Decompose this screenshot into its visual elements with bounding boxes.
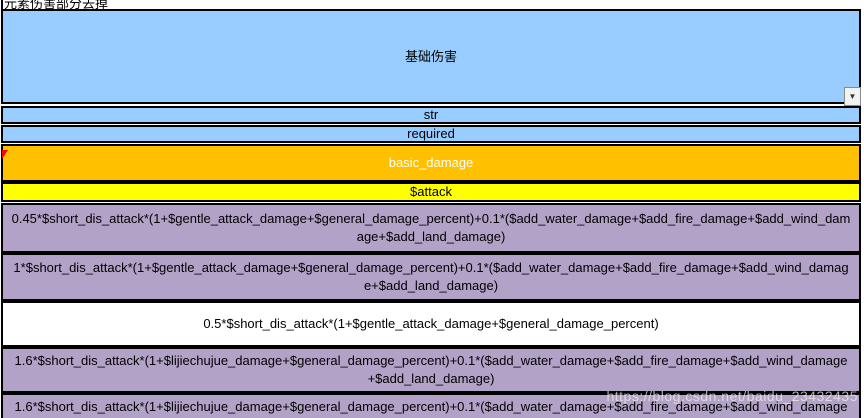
formula-cell-1[interactable]: 0.45*$short_dis_attack*(1+$gentle_attack… <box>1 203 861 253</box>
cell-str[interactable]: str <box>1 106 861 124</box>
top-note-cell[interactable]: 元素伤害部分去掉 <box>4 0 108 10</box>
csdn-watermark: https://blog.csdn.net/baidu_23432435 <box>606 388 858 404</box>
cell-required-label: required <box>407 126 455 141</box>
formula-text-4: 1.6*$short_dis_attack*(1+$lijiechujue_da… <box>14 353 848 386</box>
formula-text-3: 0.5*$short_dis_attack*(1+$gentle_attack_… <box>203 316 659 331</box>
red-comment-marker-icon <box>2 150 8 159</box>
top-note-text: 元素伤害部分去掉 <box>4 0 109 10</box>
left-border-line <box>1 0 3 10</box>
formula-text-2: 1*$short_dis_attack*(1+$gentle_attack_da… <box>13 260 849 293</box>
cell-basic-damage-label: basic_damage <box>388 155 474 170</box>
formula-text-1: 0.45*$short_dis_attack*(1+$gentle_attack… <box>11 211 851 244</box>
cell-required[interactable]: required <box>1 125 861 143</box>
cell-str-label: str <box>423 107 439 122</box>
formula-cell-5[interactable]: 1.6*$short_dis_attack*(1+$lijiechujue_da… <box>1 393 861 418</box>
formula-cell-4[interactable]: 1.6*$short_dis_attack*(1+$lijiechujue_da… <box>1 347 861 393</box>
formula-cell-3[interactable]: 0.5*$short_dis_attack*(1+$gentle_attack_… <box>1 301 861 347</box>
cell-basic-damage[interactable]: basic_damage <box>1 144 861 182</box>
dropdown-button[interactable]: ▼ <box>844 87 861 106</box>
cell-attack-label: $attack <box>410 184 452 199</box>
cell-attack[interactable]: $attack <box>1 182 861 202</box>
formula-cell-2[interactable]: 1*$short_dis_attack*(1+$gentle_attack_da… <box>1 253 861 301</box>
header-cell-basic-damage[interactable]: 基础伤害 <box>1 9 861 104</box>
header-cell-label: 基础伤害 <box>404 48 457 64</box>
chevron-down-icon: ▼ <box>848 92 857 101</box>
